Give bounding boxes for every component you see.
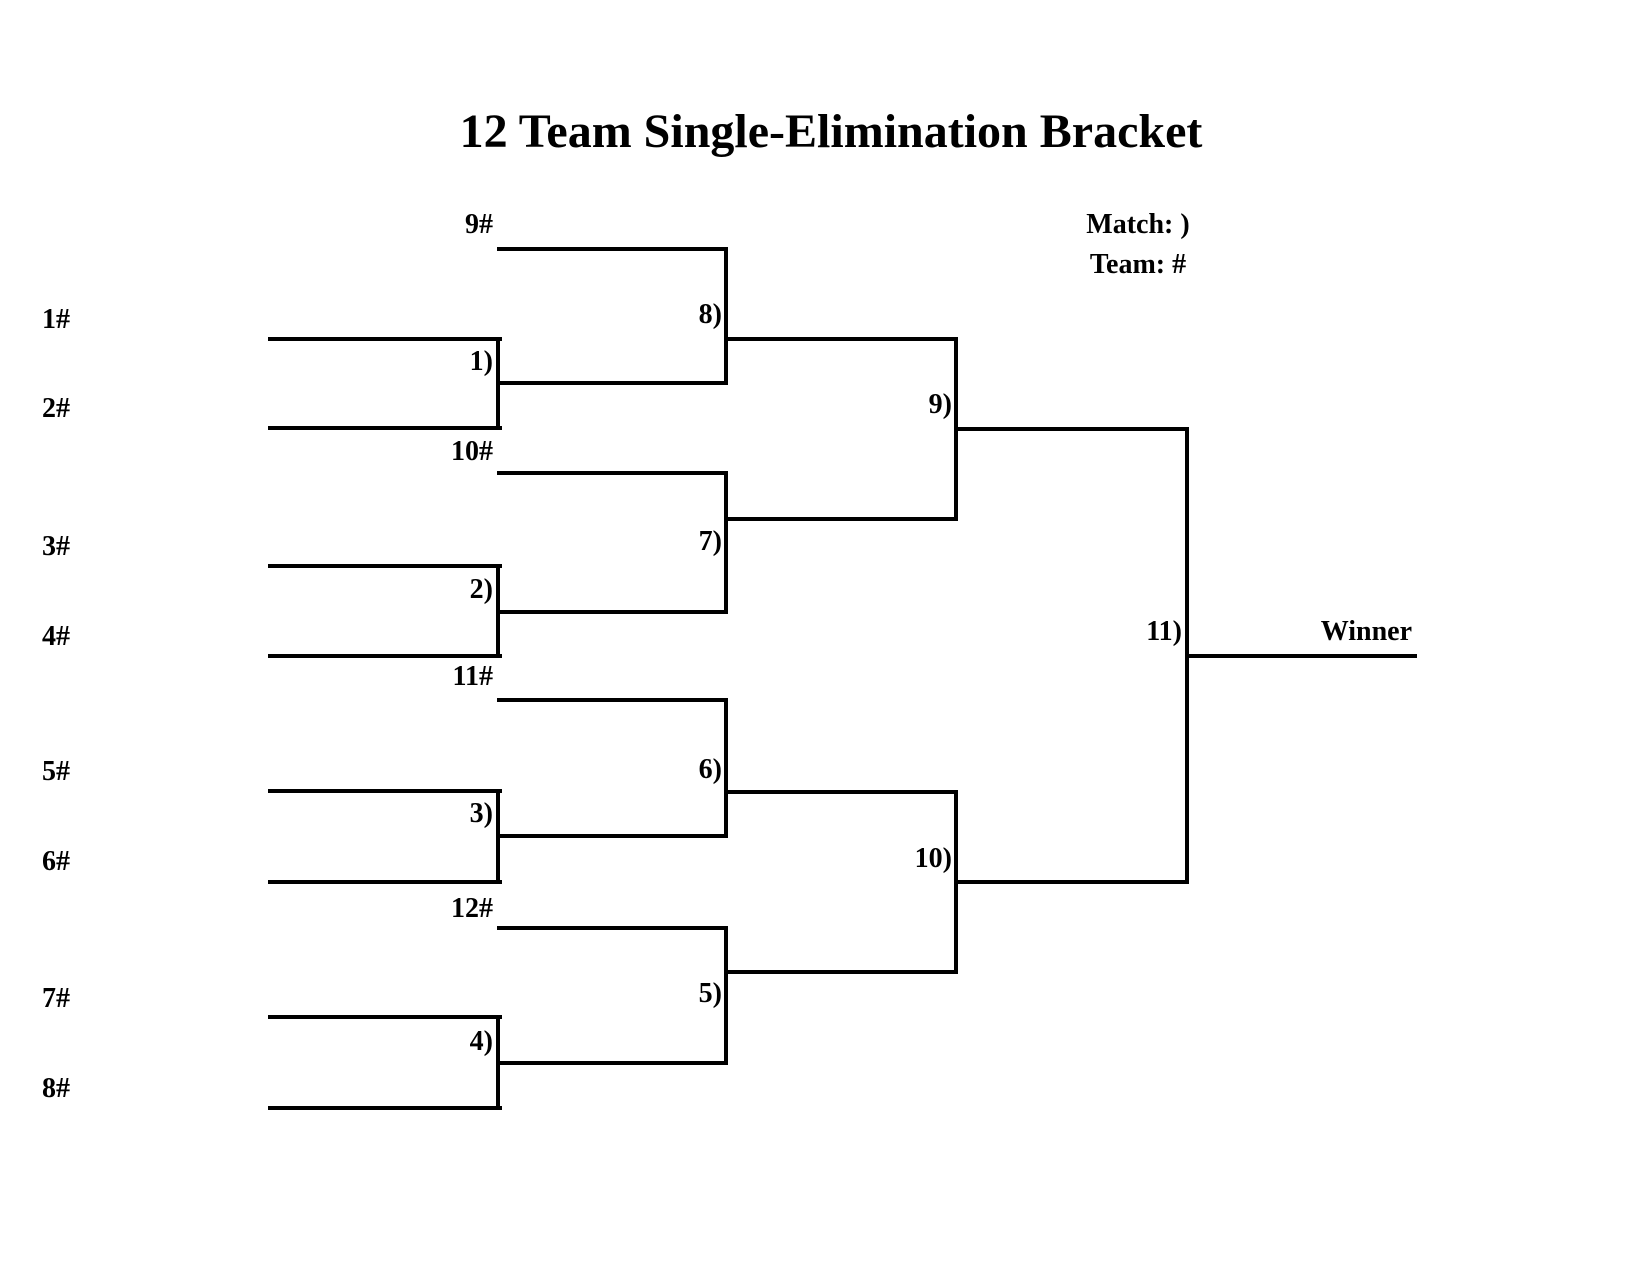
team-label-9: 9# <box>465 209 493 240</box>
match-1-team-1-line <box>268 337 502 341</box>
match-3-winner-line <box>498 834 728 838</box>
match-6-winner-line <box>726 790 958 794</box>
match-3-team-6-line <box>268 880 502 884</box>
match-label-8: 8) <box>698 299 722 330</box>
match-5-winner-line <box>726 970 958 974</box>
match-10-winner-line <box>956 880 1189 884</box>
match-2-team-4-line <box>268 654 502 658</box>
team-label-7: 7# <box>42 983 70 1014</box>
match-label-10: 10) <box>914 843 952 874</box>
page-title: 12 Team Single-Elimination Bracket <box>459 105 1203 158</box>
match-1-team-2-line <box>268 426 502 430</box>
match-label-7: 7) <box>698 526 722 557</box>
match-label-11: 11) <box>1146 616 1182 647</box>
match-8-connector <box>724 247 728 385</box>
match-label-9: 9) <box>928 389 952 420</box>
bye-team-10-line <box>497 471 728 475</box>
match-8-winner-line <box>726 337 958 341</box>
match-label-4: 4) <box>469 1026 493 1057</box>
champion-line <box>1187 654 1417 658</box>
match-label-1: 1) <box>469 346 493 377</box>
match-label-2: 2) <box>469 574 493 605</box>
match-7-connector <box>724 471 728 614</box>
team-label-6: 6# <box>42 846 70 877</box>
team-label-4: 4# <box>42 621 70 652</box>
team-label-12: 12# <box>451 893 493 924</box>
match-6-connector <box>724 698 728 838</box>
match-4-winner-line <box>498 1061 728 1065</box>
match-4-team-8-line <box>268 1106 502 1110</box>
match-2-team-3-line <box>268 564 502 568</box>
team-label-10: 10# <box>451 436 493 467</box>
match-5-connector <box>724 926 728 1065</box>
match-label-3: 3) <box>469 798 493 829</box>
winner-label: Winner <box>1320 616 1412 647</box>
match-label-6: 6) <box>698 754 722 785</box>
match-4-team-7-line <box>268 1015 502 1019</box>
match-1-winner-line <box>498 381 728 385</box>
bye-team-12-line <box>497 926 728 930</box>
bye-team-9-line <box>497 247 728 251</box>
team-label-2: 2# <box>42 393 70 424</box>
legend-team-key: Team: # <box>1089 249 1187 280</box>
team-label-3: 3# <box>42 531 70 562</box>
team-label-1: 1# <box>42 304 70 335</box>
match-label-5: 5) <box>698 978 722 1009</box>
match-9-winner-line <box>956 427 1189 431</box>
team-label-5: 5# <box>42 756 70 787</box>
match-3-team-5-line <box>268 789 502 793</box>
bye-team-11-line <box>497 698 728 702</box>
legend-match-key: Match: ) <box>1086 209 1190 240</box>
match-2-winner-line <box>498 610 728 614</box>
match-7-winner-line <box>726 517 958 521</box>
team-label-8: 8# <box>42 1073 70 1104</box>
team-label-11: 11# <box>452 661 493 692</box>
